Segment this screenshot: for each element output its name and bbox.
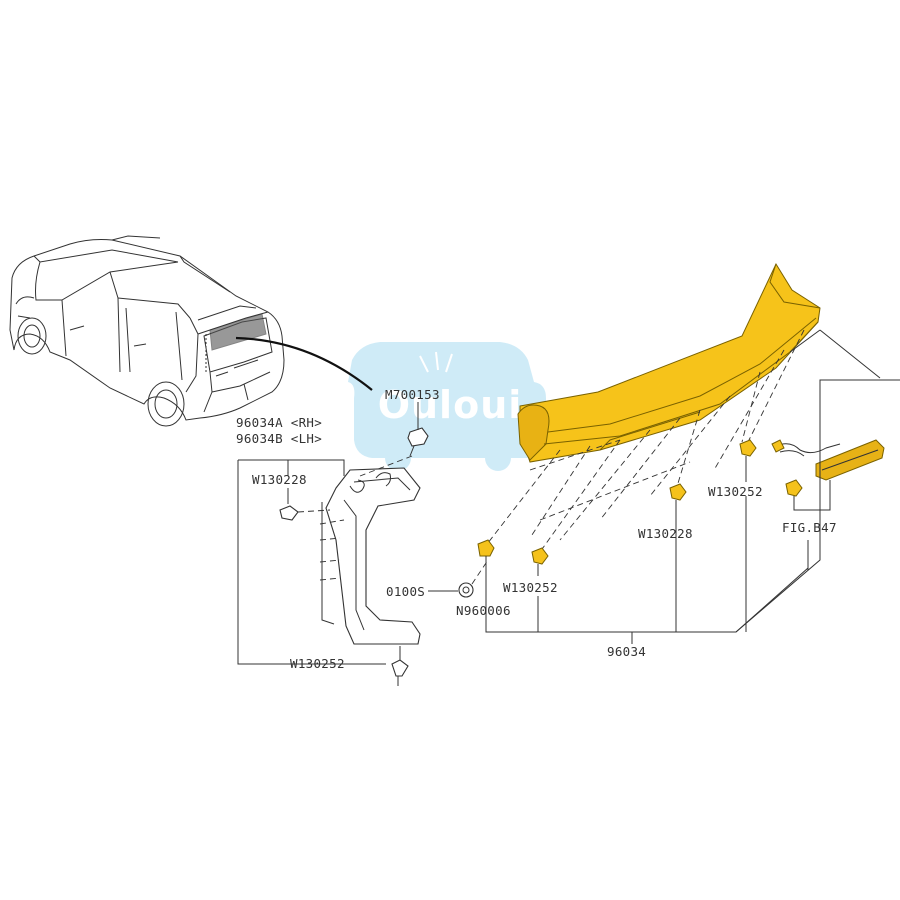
watermark-text: Ouloui (378, 383, 523, 427)
watermark: Ouloui (348, 342, 546, 471)
bracket-callout-frame (237, 459, 386, 665)
label-96034: 96034 (607, 644, 646, 659)
label-96034a: 96034A <RH> (236, 415, 322, 430)
label-96034b: 96034B <LH> (236, 431, 322, 446)
label-n960006: N960006 (456, 603, 511, 618)
label-w130252-right: W130252 (708, 484, 763, 499)
label-w130252-left: W130252 (290, 656, 345, 671)
clip-fastener-icon (391, 646, 409, 686)
clip-fastener-icon (669, 483, 687, 520)
high-mount-stop-lamp-icon (771, 439, 885, 500)
suv-rear-three-quarter-icon (9, 235, 285, 427)
label-0100s: 0100S (386, 584, 425, 599)
label-w130228-left: W130228 (252, 472, 307, 487)
rear-spoiler-icon (517, 262, 821, 463)
spoiler-projection-lines (483, 329, 805, 553)
label-w130228-right: W130228 (638, 526, 693, 541)
clip-fastener-icon (531, 547, 549, 576)
clip-fastener-icon (785, 479, 803, 497)
spoiler-side-bracket-icon (319, 467, 421, 645)
clip-fastener-icon (739, 439, 757, 457)
assembly-96034-outline (735, 329, 900, 633)
leader-vehicle-to-spoiler (235, 336, 373, 391)
label-w130252-center: W130252 (503, 580, 558, 595)
leader-fig-b47-frame (793, 496, 831, 511)
label-fig-b47: FIG.B47 (782, 520, 837, 535)
label-m700153: M700153 (385, 387, 440, 402)
nut-projection-line (471, 559, 489, 585)
nut-icon (458, 582, 474, 598)
clip-fastener-icon (279, 505, 331, 521)
bolt-icon (407, 427, 429, 457)
clip-fastener-icon (477, 539, 495, 557)
